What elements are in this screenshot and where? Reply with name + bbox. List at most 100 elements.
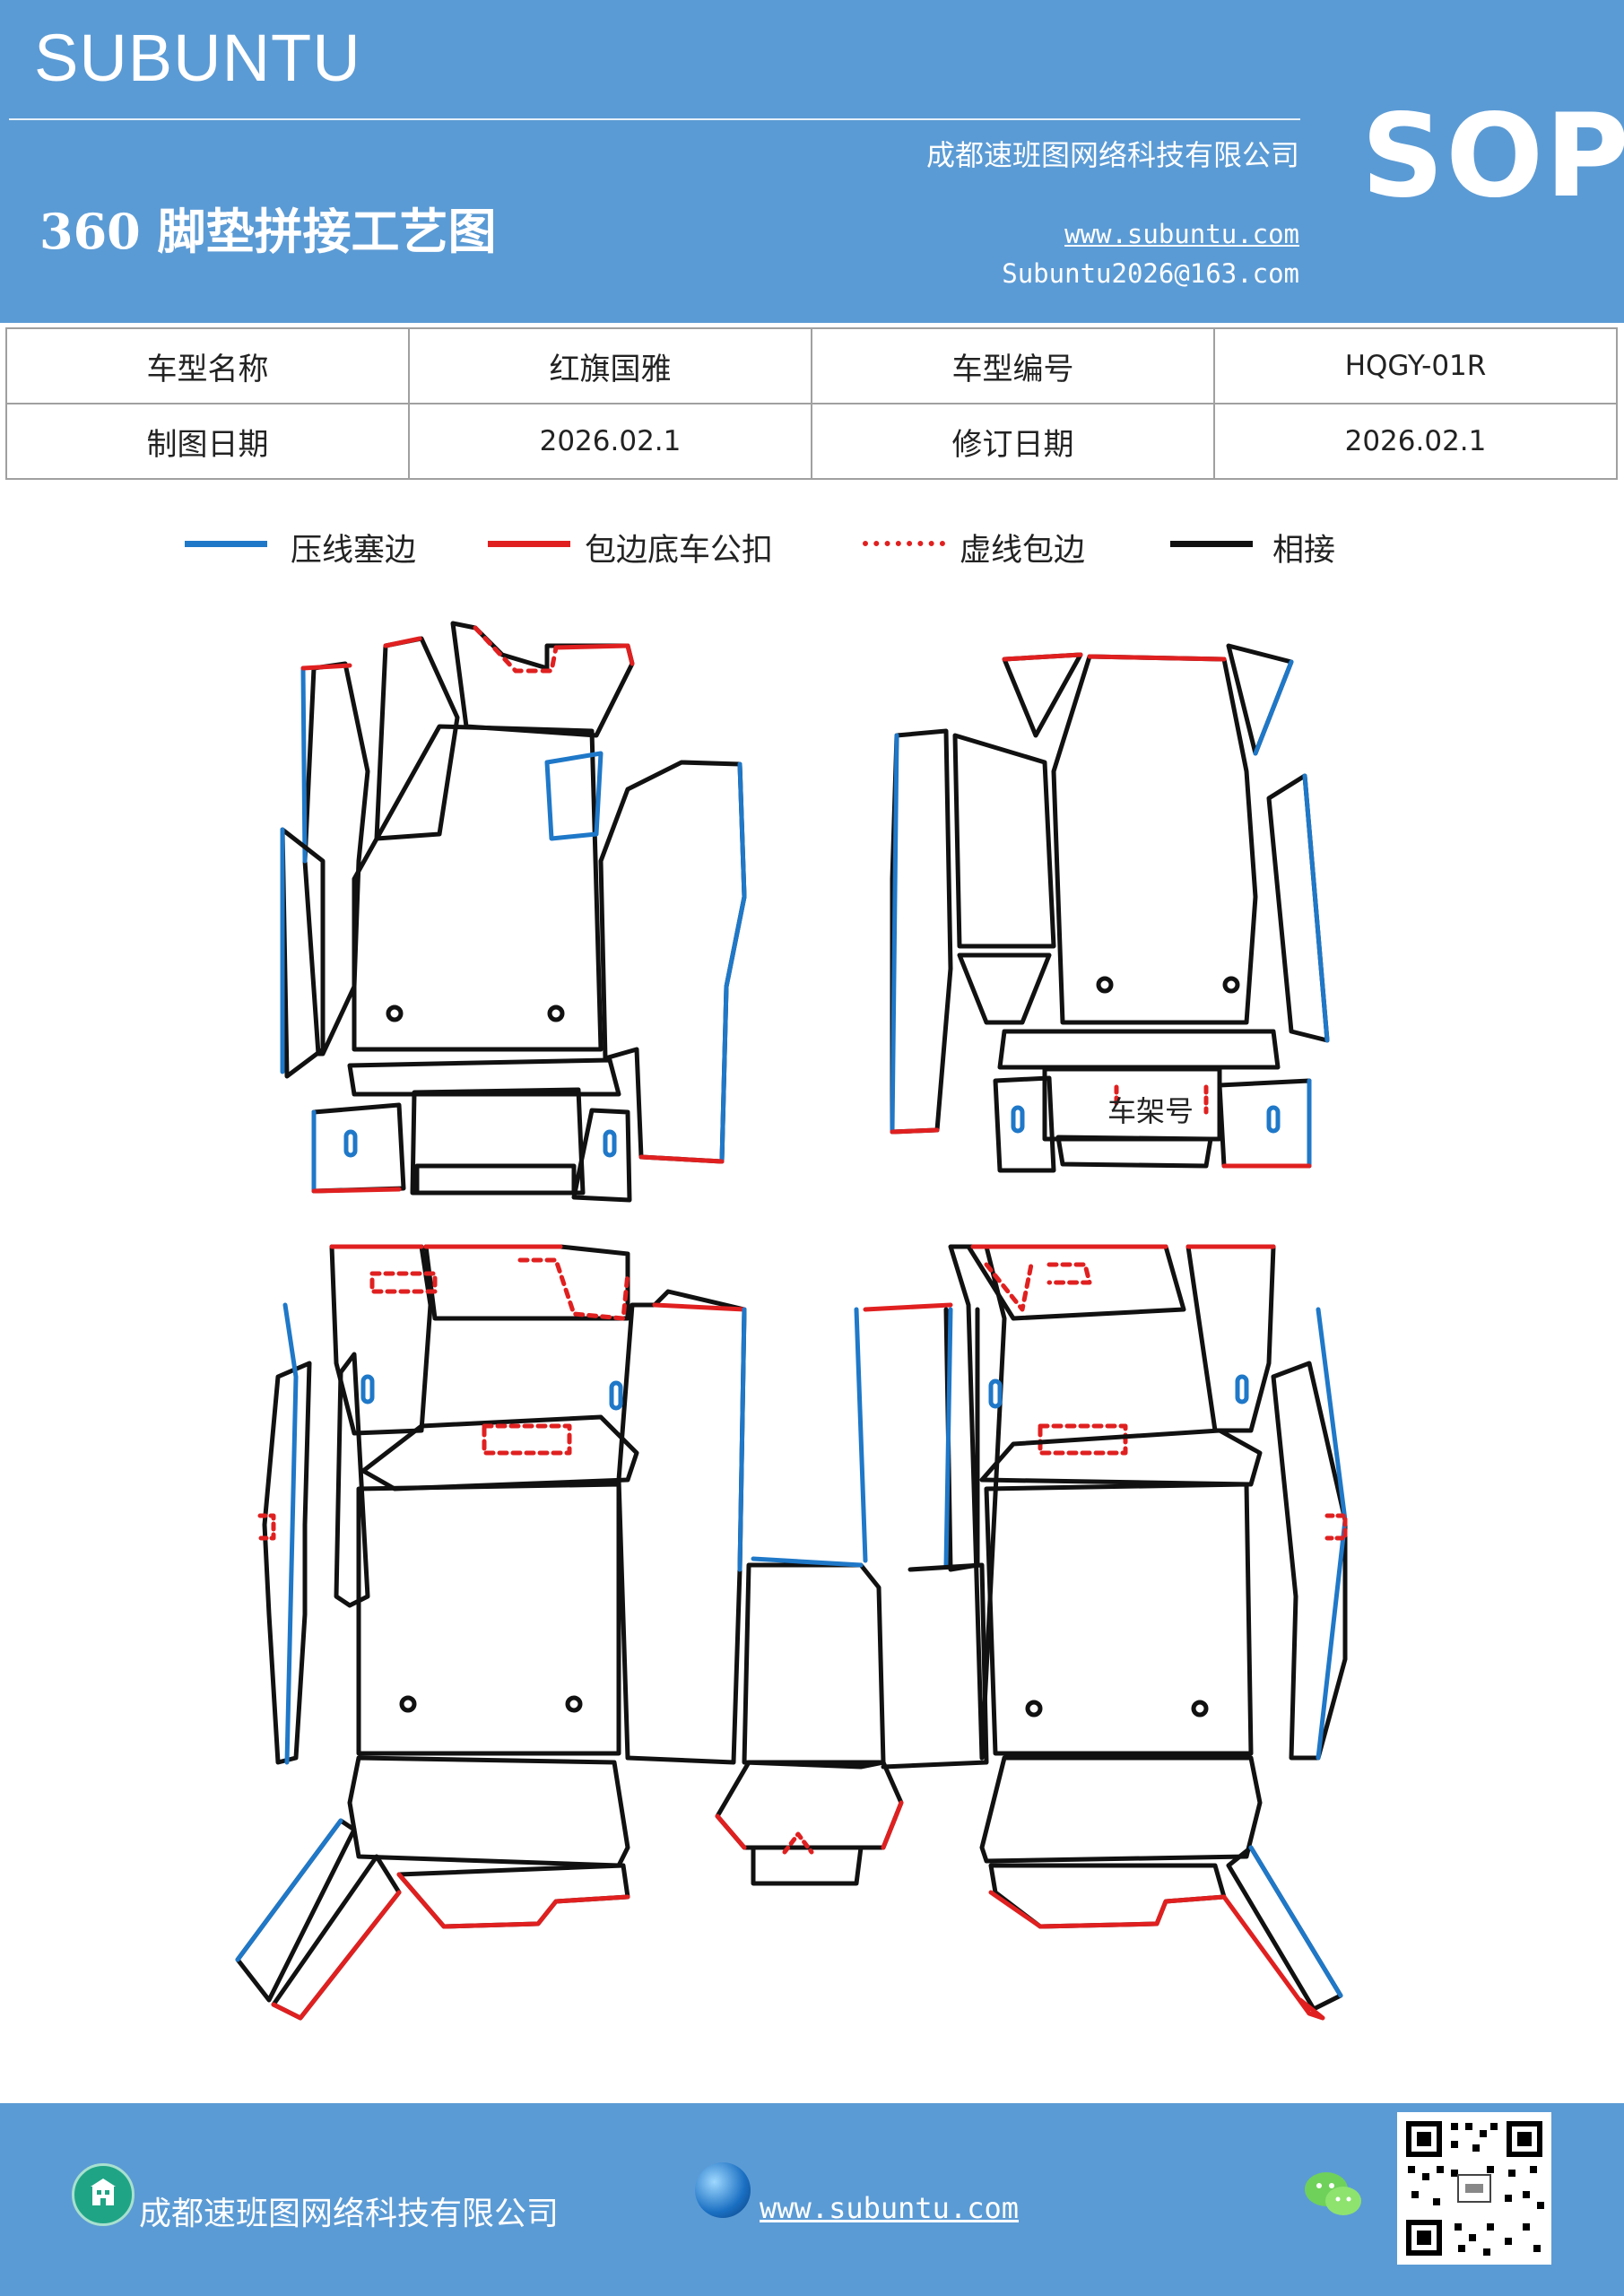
- model-code-value: HQGY-01R: [1213, 327, 1618, 404]
- mat-piece: [957, 952, 1052, 1025]
- company-name: 成都速班图网络科技有限公司: [925, 138, 1299, 172]
- press-line-edge: [1253, 659, 1294, 756]
- press-line-edge: [544, 751, 604, 841]
- website-link[interactable]: www.subuntu.com: [1064, 219, 1299, 249]
- model-name-value: 红旗国雅: [408, 327, 812, 404]
- edge-band: [863, 1302, 953, 1312]
- edge-band: [1087, 654, 1227, 662]
- mat-piece: [1266, 773, 1330, 1043]
- drawing-date-label: 制图日期: [5, 403, 410, 480]
- edge-band: [271, 1890, 402, 2021]
- edge-band: [988, 1890, 1227, 1929]
- legend-swatch-red: [488, 541, 570, 547]
- press-line-edge: [890, 733, 899, 1135]
- legend-swatch-red-dotted: [863, 541, 945, 546]
- press-line-edge: [1316, 1307, 1348, 1761]
- mat-piece: [271, 1854, 402, 2021]
- press-line-edge: [1302, 773, 1330, 1043]
- center-tunnel-piece: [715, 1760, 904, 1850]
- revision-date-label: 修订日期: [811, 403, 1215, 480]
- mat-piece: [423, 1244, 630, 1321]
- floor-mat-diagram: 车架号: [235, 621, 1348, 2021]
- front-left-mat-group: [280, 621, 747, 1203]
- vehicle-info-table: 车型名称 红旗国雅 车型编号 HQGY-01R 制图日期 2026.02.1 修…: [5, 327, 1618, 480]
- mat-piece: [1055, 1135, 1213, 1169]
- globe-icon: [695, 2162, 751, 2218]
- edge-band: [383, 636, 422, 648]
- table-row: 制图日期 2026.02.1 修订日期 2026.02.1: [5, 403, 1618, 480]
- mat-piece: [1185, 1244, 1276, 1433]
- mat-piece: [280, 827, 326, 1079]
- line-legend: 压线塞边 包边底车公扣 虚线包边 相接: [0, 525, 1624, 570]
- sop-badge: SOP: [1361, 90, 1624, 223]
- drawing-date-value: 2026.02.1: [408, 403, 812, 480]
- press-line-edge: [300, 665, 308, 864]
- mat-piece: [1051, 654, 1258, 1025]
- mat-piece: [979, 1755, 1263, 1864]
- mat-piece: [347, 1057, 621, 1097]
- edge-band: [890, 1127, 940, 1135]
- mat-piece: [979, 1428, 1263, 1487]
- fixing-hole: [1222, 976, 1240, 994]
- edge-band: [300, 663, 352, 671]
- mat-piece: [450, 621, 635, 738]
- page-header: SUBUNTU 成都速班图网络科技有限公司 360 脚垫拼接工艺图 www.su…: [0, 0, 1624, 323]
- mat-piece: [1271, 1361, 1348, 1761]
- edge-band: [1002, 652, 1083, 662]
- legend-swatch-blue: [185, 541, 267, 547]
- table-row: 车型名称 红旗国雅 车型编号 HQGY-01R: [5, 327, 1618, 404]
- fixing-hole: [547, 1004, 565, 1022]
- slot-hole: [988, 1378, 1003, 1409]
- press-line-edge: [235, 1818, 343, 1962]
- slot-hole: [1011, 1105, 1025, 1134]
- legend-swatch-black: [1170, 541, 1253, 547]
- mat-piece: [352, 724, 604, 1052]
- edge-band: [1221, 1894, 1325, 2021]
- fixing-hole: [1025, 1700, 1043, 1718]
- mat-piece: [984, 1482, 1254, 1756]
- email-address: Subuntu2026@163.com: [1002, 258, 1299, 289]
- model-code-label: 车型编号: [811, 327, 1215, 404]
- mat-piece: [262, 1361, 312, 1765]
- press-line-edge: [282, 1302, 299, 1765]
- mat-piece: [311, 1102, 406, 1194]
- building-icon: [72, 2163, 135, 2226]
- dotted-edge-band: [473, 625, 559, 674]
- slot-hole: [343, 1129, 358, 1158]
- edge-band: [638, 1154, 725, 1164]
- slot-hole: [360, 1374, 375, 1405]
- mat-piece: [993, 1075, 1056, 1173]
- center-tunnel-piece: [742, 1562, 886, 1770]
- fixing-hole: [399, 1695, 417, 1713]
- mat-piece: [356, 1482, 621, 1756]
- wechat-icon[interactable]: [1302, 2166, 1365, 2227]
- rear-mat-group: [235, 1244, 1348, 2021]
- legend-label: 压线塞边: [291, 533, 417, 569]
- vin-label: 车架号: [1107, 1094, 1194, 1128]
- qr-code: [1397, 2112, 1551, 2265]
- center-tunnel-piece: [751, 1845, 864, 1886]
- edge-band: [715, 1800, 904, 1850]
- mat-piece: [997, 1029, 1281, 1070]
- press-line-edge: [737, 1307, 747, 1572]
- page-footer: 成都速班图网络科技有限公司 www.subuntu.com: [0, 2103, 1624, 2296]
- dotted-edge-band: [257, 1513, 276, 1541]
- press-line-edge: [943, 1307, 953, 1568]
- mat-piece: [302, 661, 370, 1057]
- revision-date-value: 2026.02.1: [1213, 403, 1618, 480]
- edge-band: [311, 1187, 402, 1194]
- dotted-edge-band: [1324, 1513, 1348, 1541]
- legend-label: 包边底车公扣: [585, 533, 774, 569]
- mat-piece: [410, 1087, 586, 1196]
- footer-company-name: 成都速班图网络科技有限公司: [139, 2196, 560, 2232]
- dotted-edge-band: [1114, 1084, 1209, 1115]
- mat-piece: [1217, 1078, 1312, 1169]
- dotted-edge-band: [984, 1262, 1092, 1312]
- mat-piece: [347, 1755, 630, 1868]
- press-line-edge: [854, 1307, 868, 1563]
- mat-piece: [881, 1562, 989, 1770]
- brand-name: SUBUNTU: [34, 21, 361, 95]
- model-name-label: 车型名称: [5, 327, 410, 404]
- footer-website-link[interactable]: www.subuntu.com: [760, 2191, 1019, 2225]
- slot-hole: [1235, 1374, 1249, 1405]
